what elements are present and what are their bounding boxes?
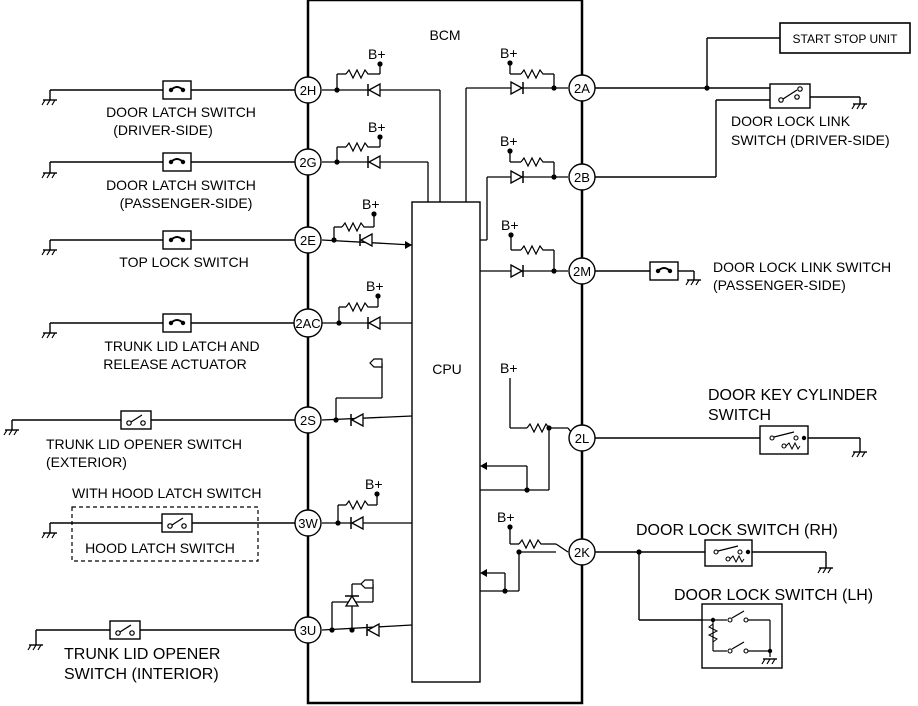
arrow-2k-icon bbox=[480, 569, 487, 577]
start-stop-unit-box bbox=[779, 22, 911, 54]
top-lock-switch-icon bbox=[162, 230, 192, 250]
door-lock-link-passenger-switch-icon bbox=[649, 261, 679, 281]
svg-text:2A: 2A bbox=[574, 81, 590, 96]
cpu-box bbox=[411, 201, 481, 683]
trunk-opener-int-label: TRUNK LID OPENER bbox=[64, 646, 220, 663]
svg-text:B+: B+ bbox=[500, 360, 518, 376]
trunk-latch-sub: RELEASE ACTUATOR bbox=[103, 356, 246, 372]
door-lock-lh-label: DOOR LOCK SWITCH (LH) bbox=[674, 587, 873, 604]
trunk-opener-ext-label: TRUNK LID OPENER SWITCH bbox=[46, 436, 242, 452]
door-latch-driver-sub: (DRIVER-SIDE) bbox=[113, 122, 213, 138]
svg-text:2G: 2G bbox=[299, 155, 316, 170]
svg-text:B+: B+ bbox=[368, 119, 386, 135]
bcm-title: BCM bbox=[429, 27, 460, 43]
door-latch-driver-switch-icon bbox=[162, 80, 192, 100]
left-grounds bbox=[3, 99, 58, 651]
svg-text:B+: B+ bbox=[366, 278, 384, 294]
svg-text:B+: B+ bbox=[368, 46, 386, 62]
pin-2l: 2L bbox=[568, 424, 596, 452]
door-lock-switch-lh-icon bbox=[701, 603, 783, 669]
start-stop-unit-label: START STOP UNIT bbox=[793, 32, 899, 46]
ground-icon bbox=[41, 172, 58, 179]
svg-text:2S: 2S bbox=[300, 413, 316, 428]
door-key-cylinder-switch-icon bbox=[759, 425, 809, 455]
trunk-opener-interior-switch-icon bbox=[109, 620, 141, 640]
svg-text:2AC: 2AC bbox=[295, 316, 320, 331]
svg-text:2K: 2K bbox=[574, 545, 590, 560]
ground-icon bbox=[27, 644, 44, 651]
trunk-opener-int-sub: SWITCH (INTERIOR) bbox=[64, 666, 219, 683]
pin-3w: 3W bbox=[294, 509, 322, 537]
hood-option-box bbox=[71, 506, 259, 562]
pin-2s: 2S bbox=[294, 406, 322, 434]
with-hood-label: WITH HOOD LATCH SWITCH bbox=[72, 485, 262, 501]
pin-2h: 2H bbox=[294, 76, 322, 104]
hood-latch-switch-icon bbox=[161, 513, 193, 533]
svg-text:3W: 3W bbox=[298, 516, 318, 531]
door-latch-pass-sub: (PASSENGER-SIDE) bbox=[120, 195, 253, 211]
pin-3u: 3U bbox=[294, 616, 322, 644]
junction-dots bbox=[329, 60, 710, 633]
door-key-cylinder-sub: SWITCH bbox=[708, 407, 771, 424]
right-labels: DOOR LOCK LINK SWITCH (DRIVER-SIDE) DOOR… bbox=[636, 113, 891, 604]
trunk-opener-exterior-switch-icon bbox=[120, 410, 152, 430]
ground-icon bbox=[851, 103, 868, 110]
ground-icon bbox=[685, 279, 702, 286]
svg-text:2B: 2B bbox=[574, 170, 590, 185]
door-lock-link-driver-sub: SWITCH (DRIVER-SIDE) bbox=[731, 132, 890, 148]
ground-icon bbox=[41, 332, 58, 339]
door-latch-pass-label: DOOR LATCH SWITCH bbox=[106, 177, 256, 193]
pin-2m: 2M bbox=[568, 257, 596, 285]
pin-2k: 2K bbox=[568, 538, 596, 566]
svg-text:2E: 2E bbox=[300, 233, 316, 248]
ground-icon bbox=[851, 451, 868, 458]
svg-text:2M: 2M bbox=[573, 264, 591, 279]
left-labels: DOOR LATCH SWITCH (DRIVER-SIDE) DOOR LAT… bbox=[46, 104, 262, 556]
door-lock-link-pass-sub: (PASSENGER-SIDE) bbox=[713, 277, 846, 293]
connector-flag-2s-icon bbox=[369, 358, 383, 368]
svg-text:2L: 2L bbox=[575, 431, 589, 446]
svg-text:B+: B+ bbox=[500, 45, 518, 61]
svg-text:B+: B+ bbox=[497, 509, 515, 525]
trunk-latch-label: TRUNK LID LATCH AND bbox=[104, 338, 259, 354]
pin-2g: 2G bbox=[294, 148, 322, 176]
door-lock-link-pass-label: DOOR LOCK LINK SWITCH bbox=[713, 259, 891, 275]
door-key-cylinder-label: DOOR KEY CYLINDER bbox=[708, 387, 878, 404]
pin-2e: 2E bbox=[294, 226, 322, 254]
door-latch-driver-label: DOOR LATCH SWITCH bbox=[106, 104, 256, 120]
pin-2ac: 2AC bbox=[293, 308, 323, 338]
door-lock-link-driver-switch-icon bbox=[769, 83, 811, 109]
right-external-wiring bbox=[595, 37, 861, 621]
trunk-latch-switch-icon bbox=[162, 313, 192, 333]
hood-latch-label: HOOD LATCH SWITCH bbox=[85, 540, 235, 556]
svg-text:3U: 3U bbox=[300, 623, 317, 638]
door-latch-passenger-switch-icon bbox=[162, 152, 192, 172]
ground-icon bbox=[41, 99, 58, 106]
ground-icon bbox=[817, 567, 834, 574]
door-lock-switch-rh-icon bbox=[704, 539, 753, 567]
svg-text:B+: B+ bbox=[365, 476, 383, 492]
svg-text:B+: B+ bbox=[362, 196, 380, 212]
pin-2b: 2B bbox=[568, 163, 596, 191]
top-lock-label: TOP LOCK SWITCH bbox=[119, 254, 248, 270]
connector-flag-3u-icon bbox=[360, 579, 374, 589]
ground-icon bbox=[41, 532, 58, 539]
ground-icon bbox=[41, 249, 58, 256]
door-lock-rh-label: DOOR LOCK SWITCH (RH) bbox=[636, 522, 838, 539]
svg-text:B+: B+ bbox=[500, 133, 518, 149]
svg-text:2H: 2H bbox=[300, 83, 317, 98]
arrow-2l-icon bbox=[480, 462, 487, 470]
ground-icon bbox=[3, 429, 20, 436]
trunk-opener-ext-sub: (EXTERIOR) bbox=[46, 454, 127, 470]
diode-3u-vertical bbox=[344, 583, 373, 630]
door-lock-link-driver-label: DOOR LOCK LINK bbox=[731, 113, 851, 129]
pin-2a: 2A bbox=[568, 74, 596, 102]
cpu-label: CPU bbox=[432, 361, 462, 377]
bplus-labels: B+ B+ B+ B+ B+ B+ B+ B+ B+ B+ bbox=[362, 45, 519, 525]
svg-text:B+: B+ bbox=[501, 217, 519, 233]
arrow-2e-icon bbox=[405, 241, 412, 249]
bcm-box bbox=[306, 0, 584, 705]
